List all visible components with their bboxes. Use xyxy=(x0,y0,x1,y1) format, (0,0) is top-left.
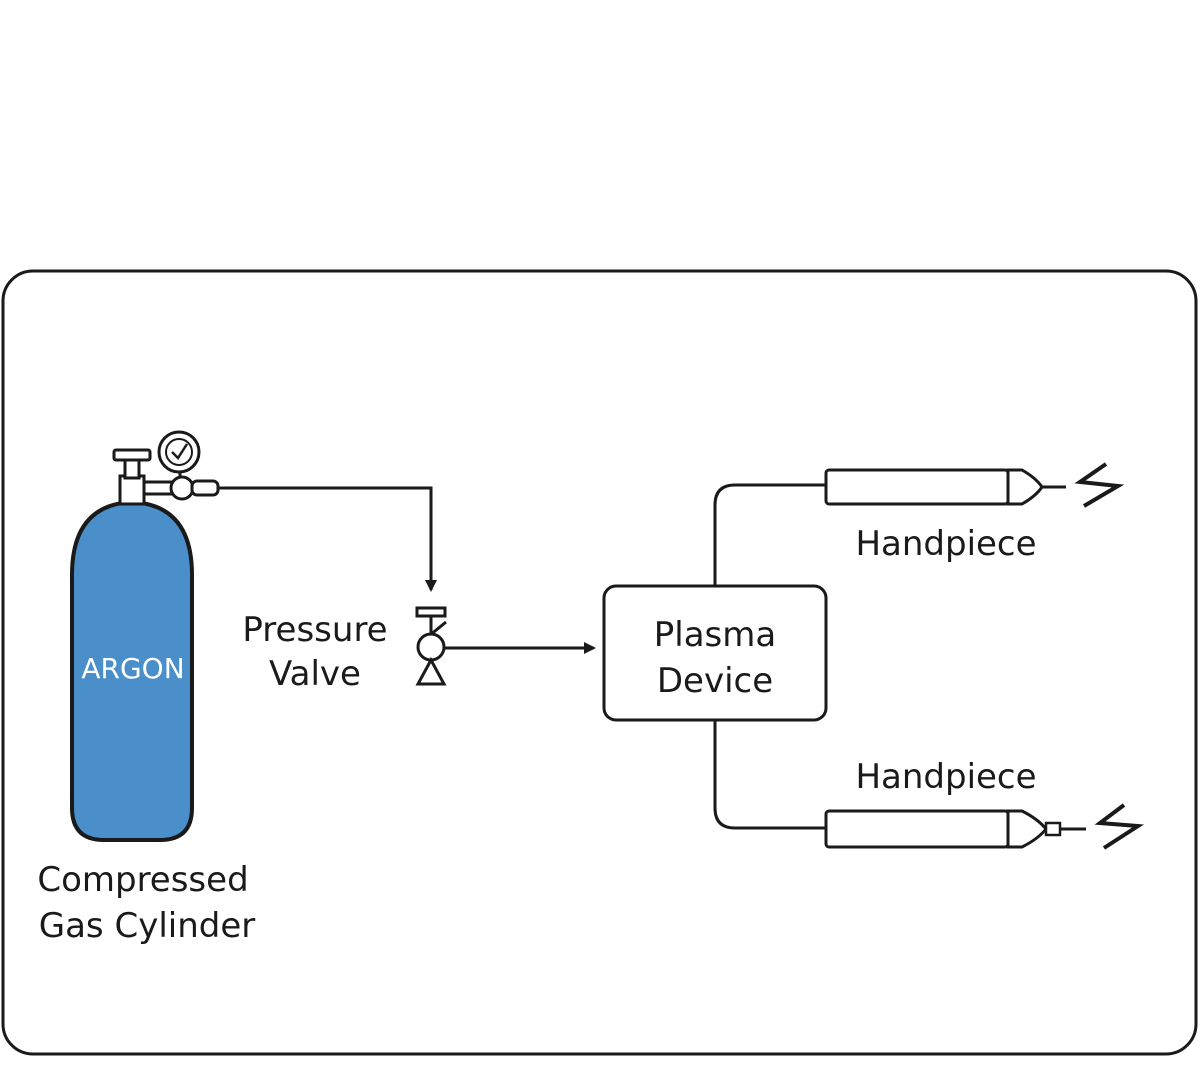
valve-label-line1: Pressure xyxy=(242,610,387,650)
device-label-line1: Plasma xyxy=(654,615,776,655)
cylinder-handwheel xyxy=(112,448,152,462)
cable-lower xyxy=(713,720,826,830)
cylinder-caption-line1: Compressed xyxy=(37,860,248,900)
cylinder-neck xyxy=(118,474,146,506)
cylinder-caption-line2: Gas Cylinder xyxy=(39,906,256,946)
handpiece-lower-label: Handpiece xyxy=(855,757,1036,797)
supply-hose xyxy=(218,486,437,592)
handpiece-lower-icon xyxy=(824,803,1145,850)
cylinder-body xyxy=(70,499,194,842)
handpiece-upper-label: Handpiece xyxy=(855,524,1036,564)
gas-cylinder: ARGON xyxy=(70,430,220,842)
cable-upper xyxy=(713,483,826,586)
spark-icon xyxy=(1074,462,1125,508)
diagram-frame xyxy=(1,269,1198,1056)
handpiece-upper-icon xyxy=(824,462,1125,508)
pressure-gauge-icon xyxy=(157,430,201,474)
cylinder-gas-label: ARGON xyxy=(81,652,184,685)
regulator-outlet xyxy=(190,479,220,497)
device-label-line2: Device xyxy=(657,661,773,701)
cylinder-valve-stem xyxy=(123,458,141,480)
spark-icon xyxy=(1094,803,1145,850)
valve-label-line2: Valve xyxy=(269,654,361,694)
regulator-body xyxy=(169,475,195,501)
